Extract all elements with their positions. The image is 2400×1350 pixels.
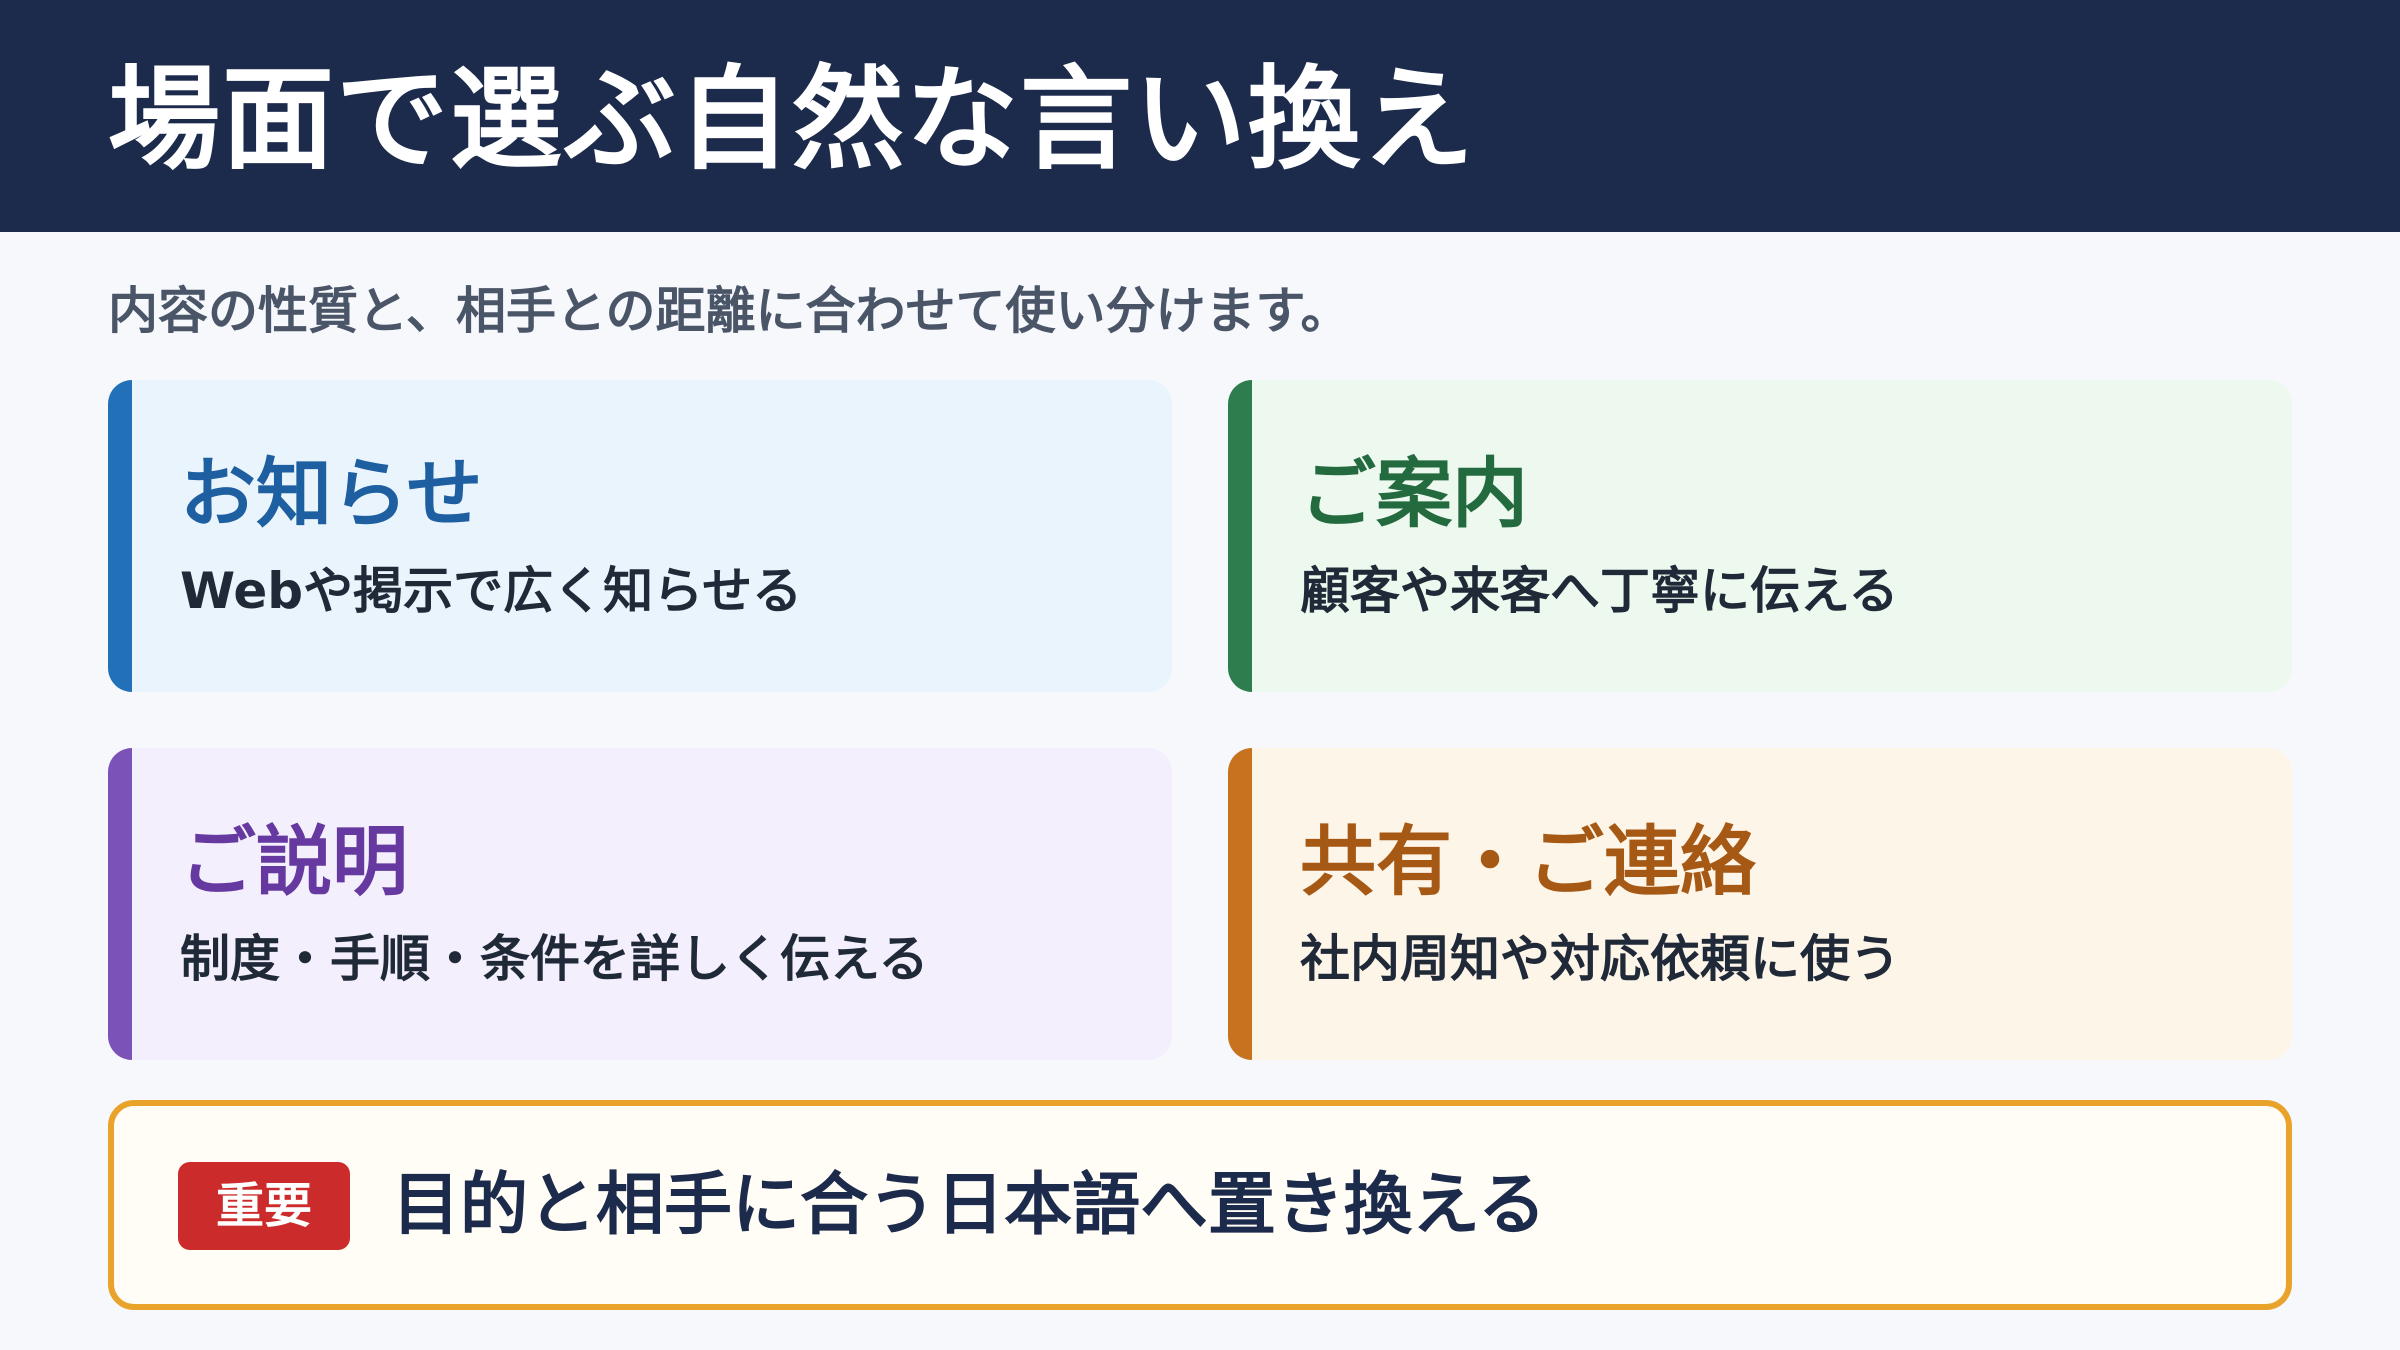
- card-accent-bar: [108, 748, 132, 1060]
- card-accent-bar: [1228, 748, 1252, 1060]
- card-description: Webや掲示で広く知らせる: [180, 562, 803, 620]
- card-description: 制度・手順・条件を詳しく伝える: [180, 930, 929, 988]
- card-description: 社内周知や対応依頼に使う: [1300, 930, 1900, 988]
- card-accent-bar: [1228, 380, 1252, 692]
- important-note-text: 目的と相手に合う日本語へ置き換える: [392, 1166, 1546, 1245]
- card-title: ご案内: [1300, 449, 1528, 538]
- card-title: お知らせ: [180, 449, 483, 538]
- card-gosetsumei: ご説明 制度・手順・条件を詳しく伝える: [108, 748, 1172, 1060]
- card-kyouyuu-renraku: 共有・ご連絡 社内周知や対応依頼に使う: [1228, 748, 2292, 1060]
- card-goannai: ご案内 顧客や来客へ丁寧に伝える: [1228, 380, 2292, 692]
- card-title: 共有・ご連絡: [1300, 817, 1756, 906]
- header-banner: 場面で選ぶ自然な言い換え: [0, 0, 2400, 232]
- card-oshirase: お知らせ Webや掲示で広く知らせる: [108, 380, 1172, 692]
- page-title: 場面で選ぶ自然な言い換え: [108, 55, 1476, 185]
- page-subtitle: 内容の性質と、相手との距離に合わせて使い分けます。: [108, 282, 1351, 340]
- card-title: ご説明: [180, 817, 408, 906]
- card-description: 顧客や来客へ丁寧に伝える: [1300, 562, 1899, 620]
- important-badge: 重要: [178, 1162, 350, 1250]
- important-note: 重要 目的と相手に合う日本語へ置き換える: [108, 1100, 2292, 1310]
- card-accent-bar: [108, 380, 132, 692]
